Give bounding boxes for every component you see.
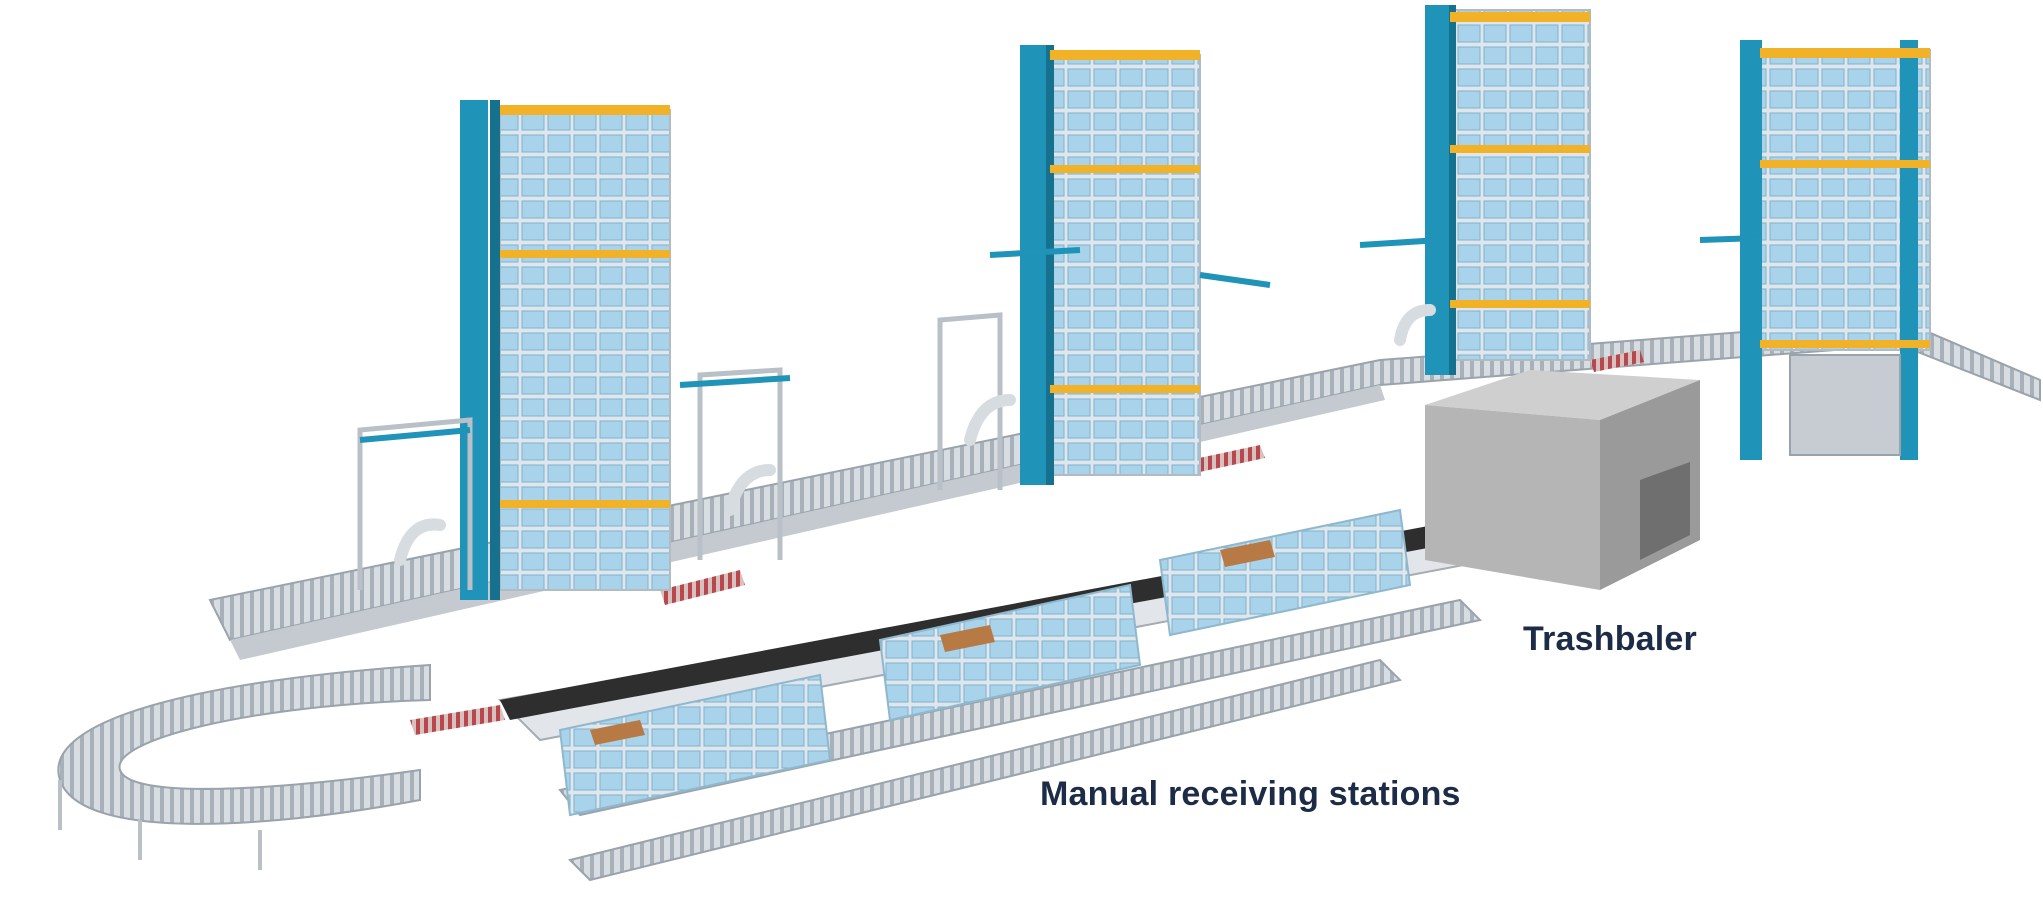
storage-tower-4 [1740,40,1931,460]
trashbaler-machine [1425,370,1700,590]
curved-conveyor [57,663,431,870]
manual-receiving-stations-label: Manual receiving stations [1040,775,1461,813]
robot-gantries [357,235,1761,590]
manual-receiving-stations [558,508,1412,817]
trashbaler-label: Trashbaler [1523,620,1697,658]
storage-tower-3 [1425,5,1591,375]
storage-tower-1 [460,100,671,600]
storage-tower-2 [1020,45,1201,485]
